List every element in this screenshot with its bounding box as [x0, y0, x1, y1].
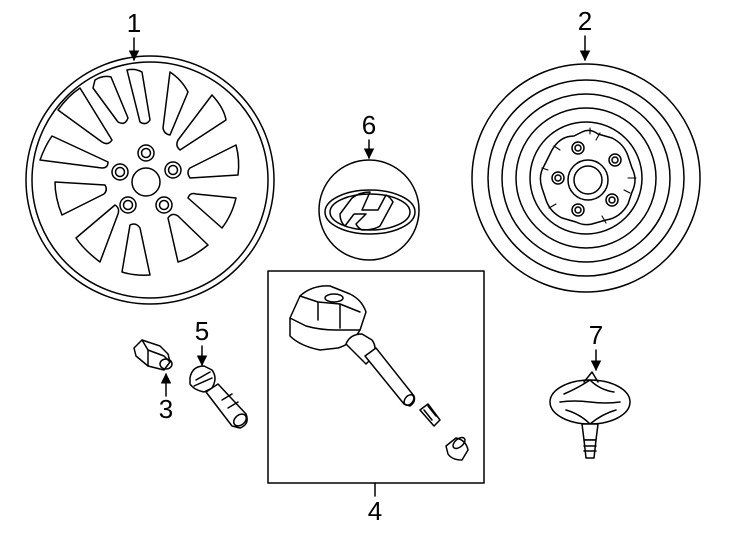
- callout-5: 5: [195, 316, 209, 367]
- callout-1: 1: [127, 8, 141, 62]
- callout-4: 4: [368, 482, 382, 526]
- callout-7: 7: [589, 320, 603, 372]
- callout-label-5: 5: [195, 316, 209, 346]
- tire-pressure-sensor[interactable]: [289, 285, 469, 461]
- callout-label-3: 3: [159, 394, 173, 424]
- valve-stem[interactable]: [189, 365, 249, 429]
- callout-3: 3: [159, 372, 173, 424]
- spare-hub: [539, 127, 637, 226]
- callout-label-6: 6: [362, 110, 376, 140]
- wheel-lug-holes: [111, 144, 182, 214]
- lug-nut[interactable]: [133, 339, 173, 371]
- callout-label-1: 1: [127, 8, 141, 38]
- callout-2: 2: [578, 6, 592, 62]
- tpms-kit-box: [267, 270, 485, 484]
- spare-carrier-bolt[interactable]: [549, 371, 631, 459]
- alloy-wheel[interactable]: [25, 55, 275, 305]
- callout-label-2: 2: [578, 6, 592, 36]
- center-cap[interactable]: [318, 159, 420, 261]
- callout-label-7: 7: [589, 320, 603, 350]
- callout-label-4: 4: [368, 496, 382, 526]
- spare-wheel[interactable]: [471, 63, 701, 293]
- wheel-spoke-openings: [39, 68, 240, 276]
- callout-6: 6: [362, 110, 376, 160]
- brand-emblem-icon: [339, 191, 394, 231]
